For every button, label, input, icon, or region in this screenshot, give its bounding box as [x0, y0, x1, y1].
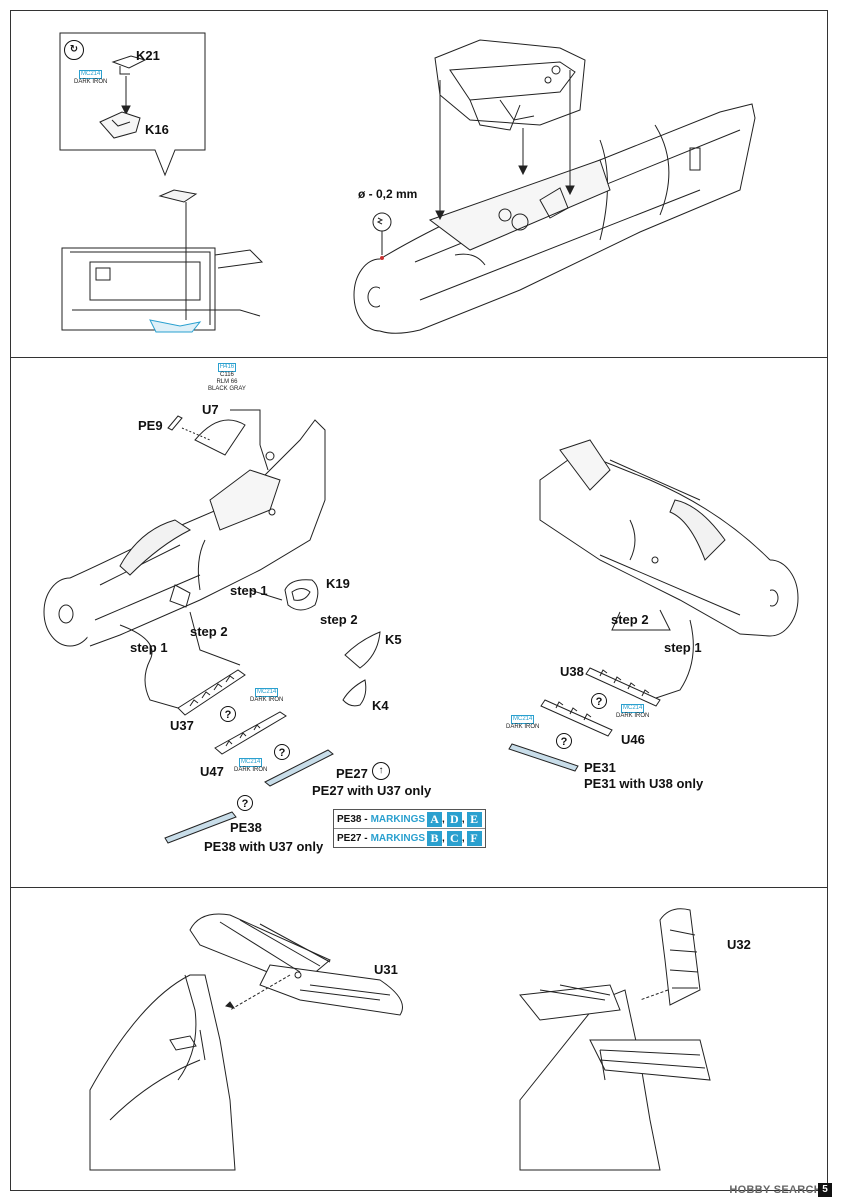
paint-name: DARK IRON [234, 767, 268, 773]
optional-question-icon-u38: ? [591, 693, 607, 709]
pe38-part [164, 811, 237, 844]
markings-table: PE38 - MARKINGS A,D,E PE27 - MARKINGS B,… [333, 809, 486, 848]
paint-callout-u47: MC214 DARK IRON [234, 758, 267, 774]
paint-name-primary: RLM 66 [216, 379, 238, 385]
paint-name: DARK IRON [506, 724, 540, 730]
u31-stabilizer [189, 913, 403, 1016]
marking-letter: E [466, 811, 482, 827]
part-label-u47: U47 [200, 764, 224, 779]
part-label-u32: U32 [727, 937, 751, 952]
paint-code: MC214 [255, 688, 279, 697]
paint-callout-k21: MC214 DARK IRON [74, 70, 107, 86]
tail-left-view [89, 974, 236, 1171]
u32-rudder [659, 908, 701, 1006]
part-label-u31: U31 [374, 962, 398, 977]
markings-row-pe38: PE38 - MARKINGS A,D,E [334, 810, 485, 828]
paint-code: MC214 [239, 758, 263, 767]
paint-callout-u7: H416 C116 RLM 66 BLACK GRAY [208, 363, 246, 393]
optional-question-icon-u47: ? [274, 744, 290, 760]
up-arrow-icon: ↑ [372, 762, 390, 780]
paint-name: DARK IRON [616, 713, 650, 719]
k4-part [342, 679, 367, 707]
cockpit-side-inset [61, 247, 264, 333]
part-label-u37: U37 [170, 718, 194, 733]
part-label-pe31: PE31 [584, 760, 616, 775]
marking-letter: F [466, 830, 482, 846]
watermark-logo: HOBBY SEARCH [729, 1184, 822, 1196]
part-label-k21: K21 [136, 48, 160, 63]
panel-3 [10, 887, 828, 1191]
paint-callout-u38: MC214 DARK IRON [616, 704, 649, 720]
part-label-k19: K19 [326, 576, 350, 591]
pe31-part [508, 743, 579, 772]
optional-question-icon-pe38: ? [237, 795, 253, 811]
marking-letter: C [446, 830, 462, 846]
pe31-note: PE31 with U38 only [584, 776, 704, 791]
step1-label-a: step 1 [230, 583, 268, 598]
rotate-icon: ↻ [64, 40, 84, 60]
k5-part [344, 631, 381, 669]
gunsight-assembly [434, 39, 586, 131]
paint-callout-u37: MC214 DARK IRON [250, 688, 283, 704]
drill-size-label: ø - 0,2 mm [358, 187, 418, 201]
paint-code: MC214 [79, 70, 103, 79]
step2-label-c: step 2 [611, 612, 649, 627]
markings-part: PE27 - [337, 832, 368, 844]
paint-name: DARK IRON [250, 697, 284, 703]
paint-code: MC214 [621, 704, 645, 713]
optional-question-icon-u46: ? [556, 733, 572, 749]
paint-code-secondary: C116 [220, 372, 234, 378]
fuselage-left-view [43, 419, 326, 647]
k16-small-part [158, 189, 198, 203]
part-label-u38: U38 [560, 664, 584, 679]
part-label-pe38: PE38 [230, 820, 262, 835]
markings-title: MARKINGS [370, 832, 426, 844]
part-label-pe9: PE9 [138, 418, 163, 433]
pe27-part [264, 749, 334, 787]
pe27-note: PE27 with U37 only [312, 783, 432, 798]
markings-row-pe27: PE27 - MARKINGS B,C,F [334, 828, 485, 847]
part-label-k16: K16 [145, 122, 169, 137]
step2-label-a: step 2 [320, 612, 358, 627]
part-label-u7: U7 [202, 402, 219, 417]
paint-name: DARK IRON [74, 79, 108, 85]
marking-letter: A [427, 811, 443, 827]
u47-part [214, 711, 287, 755]
marking-letter: B [427, 830, 443, 846]
k19-part [284, 579, 319, 611]
k16-part [99, 111, 141, 139]
page-number: 5 [818, 1183, 832, 1197]
u38-part [585, 667, 661, 707]
marking-letter: D [446, 811, 462, 827]
paint-code-primary: H416 [217, 363, 237, 372]
u46-part [540, 699, 613, 737]
u7-part [194, 419, 246, 456]
fuselage-nose-top [353, 103, 756, 334]
tail-right-view [519, 984, 711, 1171]
part-label-k5: K5 [385, 632, 402, 647]
part-label-k4: K4 [372, 698, 389, 713]
inset-callout-box [59, 32, 206, 177]
part-label-pe27: PE27 [336, 766, 368, 781]
pe38-note: PE38 with U37 only [204, 839, 324, 854]
paint-code: MC214 [511, 715, 535, 724]
u37-part [177, 669, 246, 716]
paint-name-secondary: BLACK GRAY [208, 386, 246, 392]
step2-label-b: step 2 [190, 624, 228, 639]
paint-callout-u46: MC214 DARK IRON [506, 715, 539, 731]
step1-label-b: step 1 [130, 640, 168, 655]
k21-part [111, 55, 147, 75]
fuselage-right-view [539, 439, 799, 637]
markings-part: PE38 - [337, 813, 368, 825]
markings-title: MARKINGS [370, 813, 426, 825]
part-label-u46: U46 [621, 732, 645, 747]
optional-question-icon-u37: ? [220, 706, 236, 722]
step1-label-c: step 1 [664, 640, 702, 655]
